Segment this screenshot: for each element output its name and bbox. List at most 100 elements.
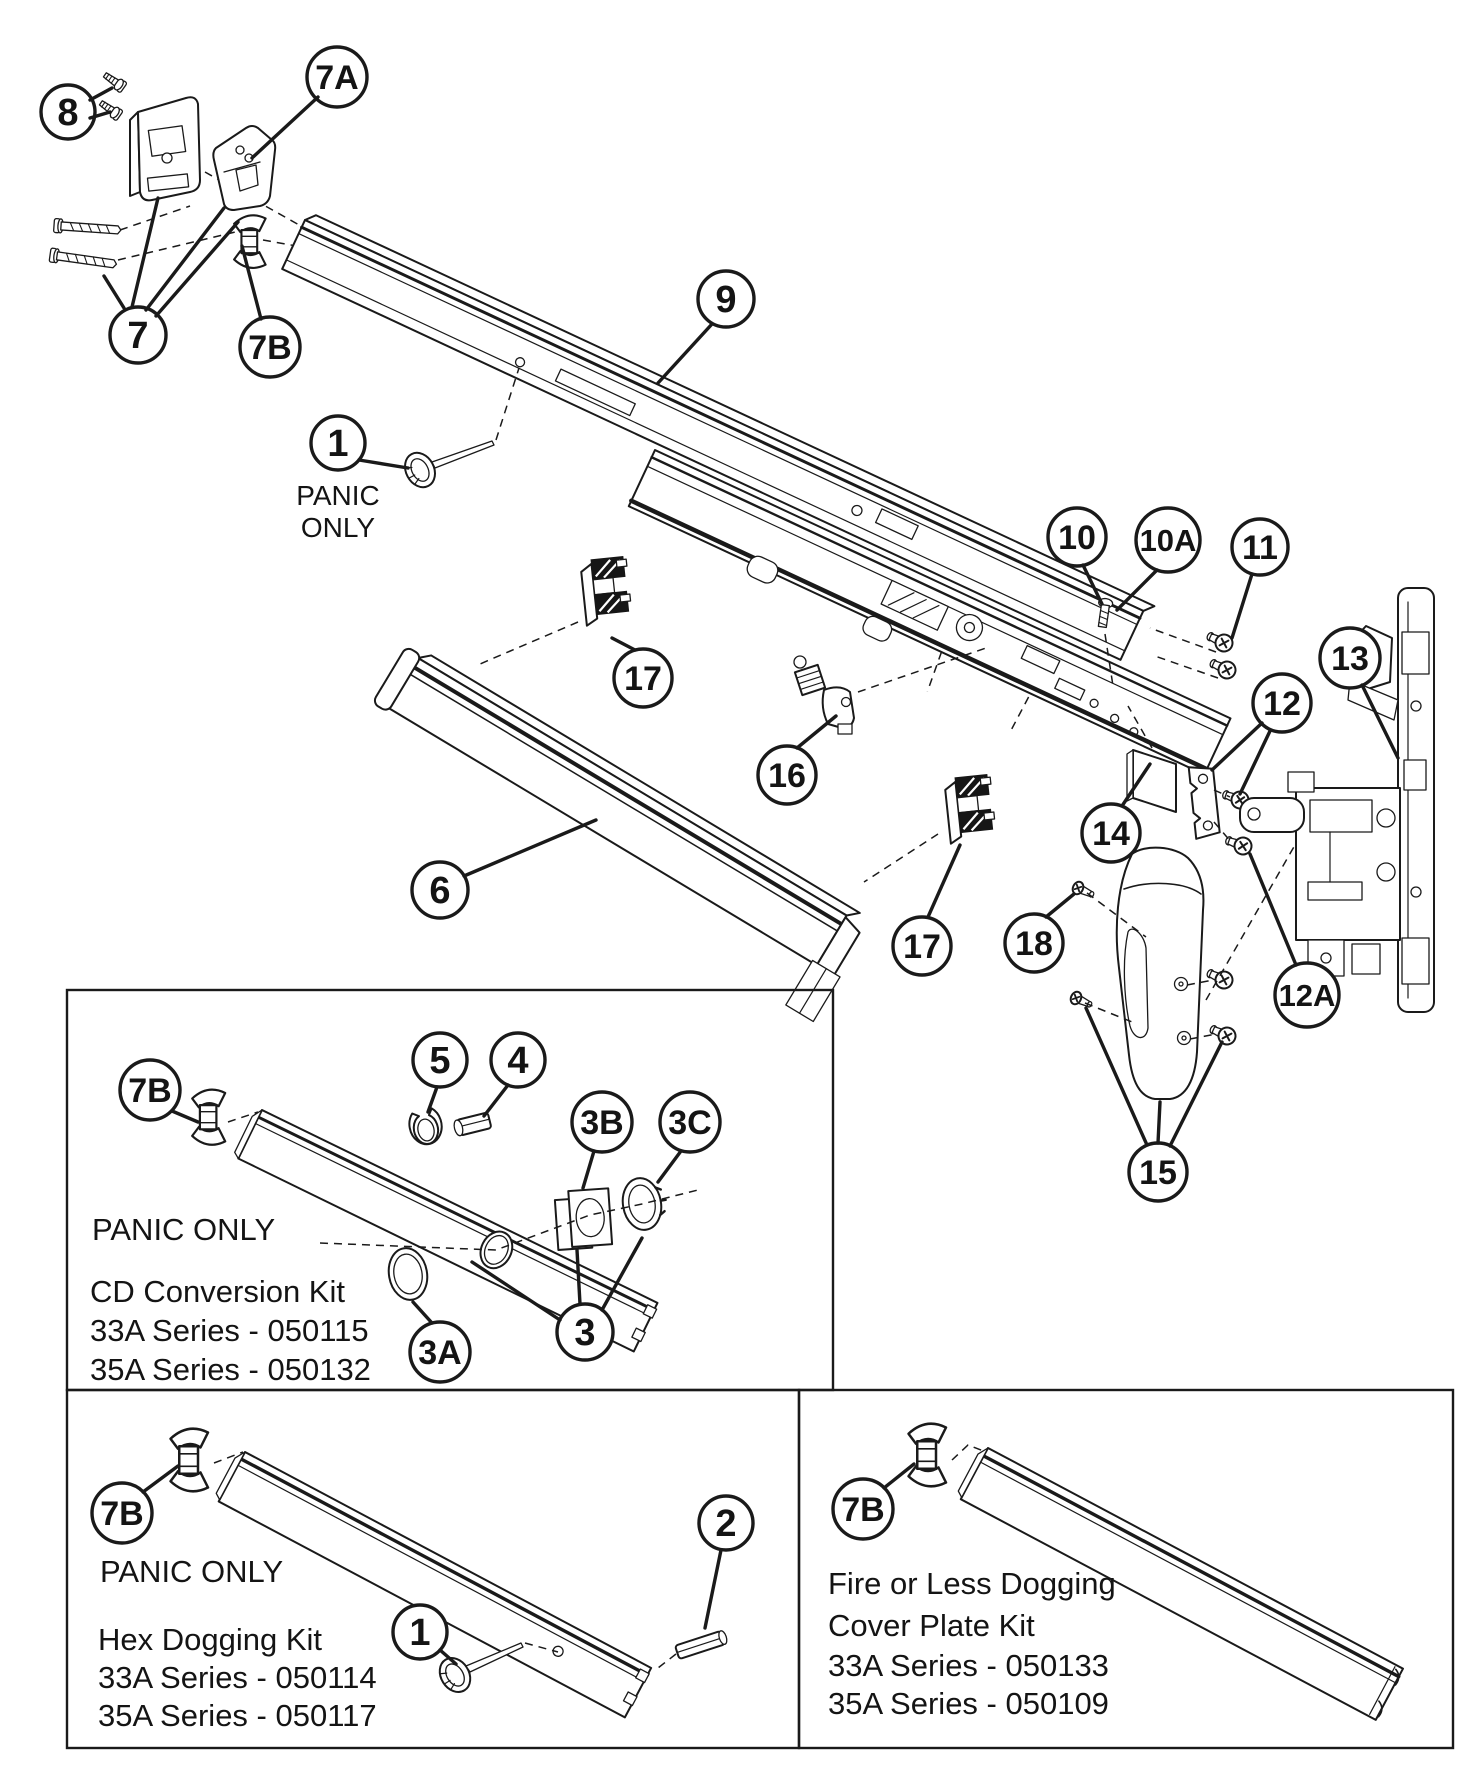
callout-7b-top: 7B <box>238 244 302 379</box>
callout-5: 5 <box>411 1031 469 1114</box>
part-mechanism-chassis <box>627 449 1232 776</box>
cover-kit-series-1: 33A Series - 050133 <box>828 1648 1109 1683</box>
cd-kit-series-1: 33A Series - 050115 <box>90 1313 369 1348</box>
callout-18: 18 <box>1003 892 1076 974</box>
callout-10a: 10A <box>1115 506 1202 612</box>
part-17-clip-a <box>579 555 634 627</box>
callout-15: 15 <box>1084 1006 1224 1203</box>
callout-1-main: 1 <box>309 414 410 472</box>
construction-line-cover-to-latch <box>1205 844 1296 1001</box>
callout-7: 7 <box>102 196 240 365</box>
svg-text:7B: 7B <box>100 1495 143 1533</box>
callout-7a: 7A <box>250 45 369 160</box>
part-cover-plate-hex <box>215 1451 653 1719</box>
callout-12: 12 <box>1210 672 1313 796</box>
construction-line-box2-key <box>524 1642 559 1653</box>
part-17-clip-b <box>943 773 998 845</box>
svg-text:3C: 3C <box>668 1104 711 1142</box>
callout-17-a: 17 <box>610 636 674 709</box>
callout-3c: 3C <box>656 1090 722 1184</box>
svg-text:7: 7 <box>127 315 148 357</box>
svg-text:6: 6 <box>429 870 450 912</box>
cover-kit-title-1: Fire or Less Dogging <box>828 1566 1116 1601</box>
svg-text:17: 17 <box>903 928 941 966</box>
svg-text:18: 18 <box>1015 925 1053 963</box>
construction-lines-12 <box>1213 789 1233 844</box>
part-9-rail <box>281 214 1156 661</box>
cd-kit-series-2: 35A Series - 050132 <box>90 1352 371 1387</box>
part-cover-plate-fire <box>957 1447 1404 1721</box>
callout-3a: 3A <box>408 1300 472 1384</box>
hex-kit-series-2: 35A Series - 050117 <box>98 1698 377 1733</box>
callout-12a: 12A <box>1248 852 1341 1029</box>
svg-text:10: 10 <box>1058 519 1096 557</box>
svg-text:10A: 10A <box>1140 523 1197 558</box>
hex-kit-series-1: 33A Series - 050114 <box>98 1660 377 1695</box>
svg-text:7A: 7A <box>315 59 358 97</box>
callout-7b-box1: 7B <box>118 1058 200 1124</box>
part-4-hex-pin <box>453 1112 492 1137</box>
part-14-end-cap <box>1126 749 1177 813</box>
svg-text:9: 9 <box>715 279 736 321</box>
part-center-case-cd <box>234 1109 659 1353</box>
long-screws-7 <box>48 217 122 272</box>
svg-text:2: 2 <box>715 1503 736 1545</box>
callout-6: 6 <box>410 818 598 920</box>
callout-7b-box3: 7B <box>831 1462 916 1541</box>
svg-text:7B: 7B <box>841 1491 884 1529</box>
construction-line-box3-clip <box>951 1444 987 1461</box>
panic-only-note-line2: ONLY <box>301 512 375 543</box>
cd-kit-note: PANIC ONLY <box>92 1212 275 1247</box>
construction-line-16 <box>857 647 987 693</box>
svg-text:12A: 12A <box>1279 978 1336 1013</box>
svg-text:15: 15 <box>1139 1154 1177 1192</box>
part-12-plate <box>1187 766 1221 840</box>
callout-17-b: 17 <box>891 843 962 977</box>
construction-line-key <box>495 367 520 441</box>
callout-7b-box2: 7B <box>90 1464 180 1545</box>
cover-kit-series-2: 35A Series - 050109 <box>828 1686 1109 1721</box>
callout-8: 8 <box>39 83 114 141</box>
svg-text:3B: 3B <box>580 1104 623 1142</box>
construction-lines-17 <box>479 621 939 883</box>
construction-line-screw-10 <box>1104 633 1114 687</box>
svg-text:7B: 7B <box>248 329 291 367</box>
svg-text:13: 13 <box>1331 640 1369 678</box>
construction-line-box1-clip <box>227 1111 259 1123</box>
cd-kit-title: CD Conversion Kit <box>90 1274 345 1309</box>
construction-line-box2-clip <box>213 1451 244 1464</box>
callout-3b: 3B <box>570 1090 634 1190</box>
callout-10: 10 <box>1046 506 1108 606</box>
callout-11: 11 <box>1230 517 1290 640</box>
svg-text:14: 14 <box>1092 815 1130 853</box>
part-1-dogging-key <box>404 440 495 489</box>
part-5-washer <box>408 1107 443 1146</box>
hex-kit-note: PANIC ONLY <box>100 1554 283 1589</box>
callout-4: 4 <box>482 1031 547 1118</box>
part-3c-ring <box>621 1177 667 1231</box>
callout-2: 2 <box>697 1494 755 1630</box>
svg-text:16: 16 <box>768 757 806 795</box>
svg-text:11: 11 <box>1242 529 1278 567</box>
part-16-plunger <box>793 655 855 735</box>
construction-line-box1-axis <box>319 1189 699 1251</box>
callout-1-box2: 1 <box>391 1603 458 1666</box>
panic-only-note-line1: PANIC <box>296 480 380 511</box>
part-3a-ring <box>387 1247 429 1301</box>
svg-text:8: 8 <box>57 92 78 134</box>
hex-kit-title: Hex Dogging Kit <box>98 1622 322 1657</box>
part-3b-bezel <box>553 1187 614 1251</box>
cover-kit-title-2: Cover Plate Kit <box>828 1608 1035 1643</box>
part-15-cover <box>1115 846 1205 1100</box>
construction-lines-11 <box>1149 627 1219 679</box>
part-2-hex-rod <box>674 1630 728 1660</box>
callout-14: 14 <box>1080 762 1152 864</box>
construction-line-box2-rod <box>657 1653 677 1669</box>
part-7-bracket <box>129 96 201 202</box>
svg-text:1: 1 <box>327 423 348 465</box>
svg-text:17: 17 <box>624 660 662 698</box>
callout-16: 16 <box>756 714 838 806</box>
part-7b-clip-box2 <box>169 1427 210 1493</box>
callout-9: 9 <box>656 269 756 385</box>
